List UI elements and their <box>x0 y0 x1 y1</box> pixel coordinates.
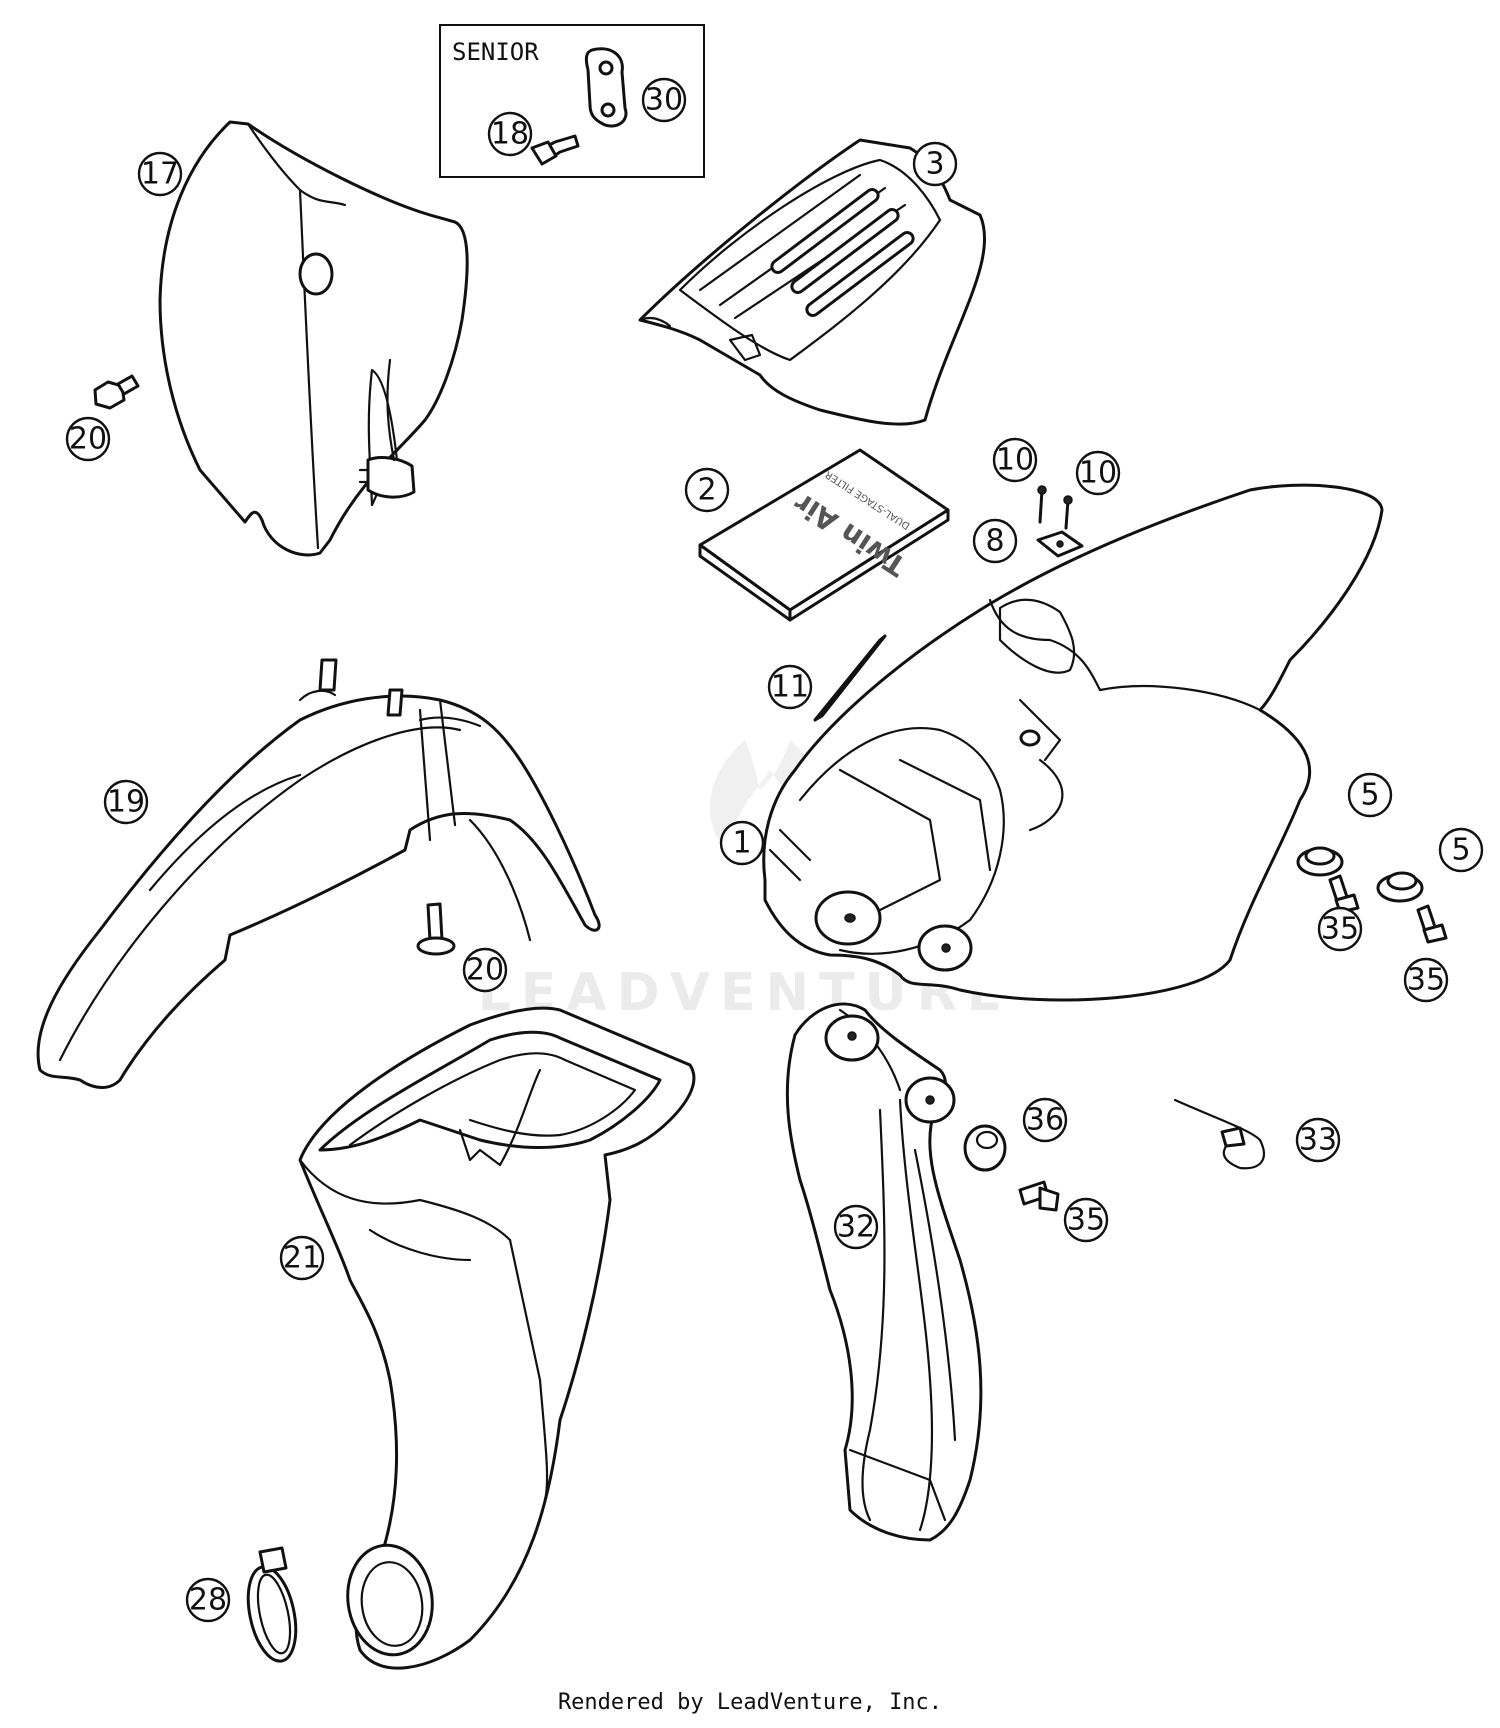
svg-text:5: 5 <box>1451 833 1470 868</box>
grommet-5-a <box>1296 846 1344 877</box>
bolt-18 <box>530 134 580 166</box>
callout-33: 33 <box>1295 1117 1341 1163</box>
callout-5-b: 5 <box>1438 827 1484 873</box>
gasket-11 <box>813 634 887 722</box>
hose-clamp-28 <box>246 1546 298 1663</box>
bolt-20-middle <box>416 902 456 956</box>
senior-label: SENIOR <box>452 38 539 66</box>
svg-text:10: 10 <box>1079 456 1117 491</box>
svg-text:35: 35 <box>1067 1203 1105 1238</box>
callout-10-b: 10 <box>1075 450 1121 496</box>
svg-text:20: 20 <box>466 953 504 988</box>
svg-text:8: 8 <box>985 524 1004 559</box>
svg-text:10: 10 <box>996 443 1034 478</box>
bolt-35-a <box>1328 874 1360 914</box>
svg-text:35: 35 <box>1407 963 1445 998</box>
callout-1: 1 <box>719 820 765 866</box>
callout-18: 18 <box>487 111 533 157</box>
svg-text:30: 30 <box>645 83 683 118</box>
screws-10 <box>1037 485 1073 530</box>
svg-text:20: 20 <box>69 422 107 457</box>
svg-text:2: 2 <box>697 473 716 508</box>
side-panel-32 <box>785 1002 983 1542</box>
bolt-35-c <box>1018 1180 1060 1212</box>
svg-text:11: 11 <box>771 670 809 705</box>
callout-28: 28 <box>185 1577 231 1623</box>
senior-inset: SENIOR <box>439 24 705 178</box>
airbox-cover-3 <box>638 138 986 426</box>
callout-17: 17 <box>137 151 183 197</box>
air-intake-21 <box>298 1006 696 1670</box>
callout-35-a: 35 <box>1317 906 1363 952</box>
svg-text:1: 1 <box>732 826 751 861</box>
svg-text:18: 18 <box>491 117 529 152</box>
bolt-20-top <box>93 374 140 410</box>
svg-text:35: 35 <box>1321 912 1359 947</box>
callout-8: 8 <box>972 518 1018 564</box>
filter-box-2: Twin Air DUAL-STAGE FILTER <box>698 448 950 622</box>
svg-text:3: 3 <box>925 147 944 182</box>
callout-2: 2 <box>684 467 730 513</box>
callout-36: 36 <box>1022 1097 1068 1143</box>
grommet-5-b <box>1376 871 1424 903</box>
callout-5-a: 5 <box>1347 772 1393 818</box>
footer-credit: Rendered by LeadVenture, Inc. <box>557 1690 943 1715</box>
washer-36 <box>963 1124 1007 1172</box>
callout-3: 3 <box>912 141 958 187</box>
svg-text:28: 28 <box>189 1583 227 1618</box>
svg-text:5: 5 <box>1360 778 1379 813</box>
callout-32: 32 <box>833 1204 879 1250</box>
number-plate-17 <box>158 120 469 557</box>
callout-19: 19 <box>103 779 149 825</box>
callout-21: 21 <box>279 1235 325 1281</box>
front-fender-19 <box>36 658 601 1089</box>
clip-8 <box>1036 530 1084 558</box>
bolt-35-b <box>1416 904 1448 944</box>
svg-text:21: 21 <box>283 1241 321 1276</box>
rear-fender-1 <box>762 483 1384 1002</box>
svg-text:36: 36 <box>1026 1103 1064 1138</box>
svg-text:32: 32 <box>837 1210 875 1245</box>
callout-35-b: 35 <box>1403 957 1449 1003</box>
svg-text:33: 33 <box>1299 1123 1337 1158</box>
callout-35-c: 35 <box>1063 1197 1109 1243</box>
svg-text:19: 19 <box>107 785 145 820</box>
plate-30 <box>584 47 628 128</box>
callout-10-a: 10 <box>992 437 1038 483</box>
svg-text:17: 17 <box>141 157 179 192</box>
callout-20-top: 20 <box>65 416 111 462</box>
callout-11: 11 <box>767 664 813 710</box>
cable-tie-33 <box>1173 1098 1265 1170</box>
callout-20-middle: 20 <box>462 947 508 993</box>
callout-30: 30 <box>641 77 687 123</box>
